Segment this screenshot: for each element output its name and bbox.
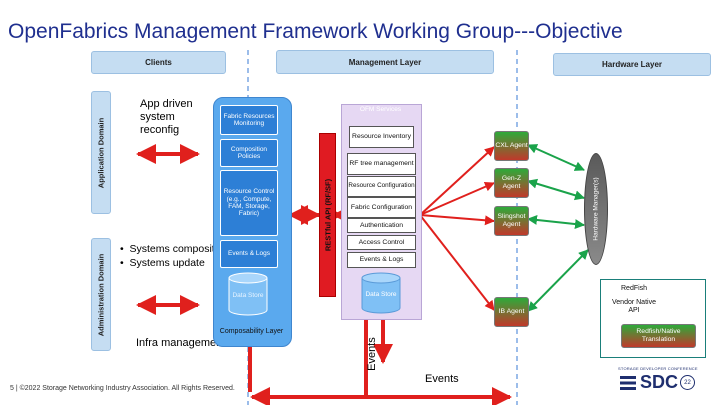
sdc-logo-year: 22 — [680, 375, 696, 390]
ofm-genz-arrow — [419, 181, 495, 216]
application-domain: Application Domain — [91, 91, 111, 214]
composability-data-store-icon — [228, 272, 268, 316]
ofm-ib-arrow — [419, 214, 495, 311]
legend-vendor-label: Vendor Native API — [612, 299, 656, 315]
ofm-fabric-configuration: Fabric Configuration — [347, 197, 416, 218]
management-layer-header: Management Layer — [276, 50, 494, 74]
composability-layer-label: Composability Layer — [219, 327, 284, 335]
admin-bullet-2-text: Systems update — [129, 256, 205, 269]
ofm-resource-configuration: Resource Configuration — [347, 176, 416, 197]
hardware-managers-label: Hardware Manager(s) — [592, 177, 600, 241]
events-vertical-label: Events — [366, 337, 378, 371]
genz-agent: Gen-Z Agent — [494, 168, 529, 198]
ib-hw-arrow — [527, 249, 589, 312]
ib-agent: IB Agent — [494, 297, 529, 327]
hardware-layer-header: Hardware Layer — [553, 53, 711, 76]
fabric-monitoring-box: Fabric Resources Monitoring — [220, 105, 278, 135]
admin-bullet-2: • Systems update — [120, 256, 205, 269]
application-domain-label: Application Domain — [96, 117, 106, 188]
resource-control-box: Resource Control (e.g., Compute, FAM, St… — [220, 170, 278, 236]
admin-bullet-1: • Systems composition — [120, 243, 229, 255]
app-driven-text: App driven system reconfig — [140, 98, 193, 137]
ofm-cxl-arrow — [419, 146, 495, 216]
legend-translation-box: Redfish/Native Translation — [621, 324, 696, 348]
sdc-logo: STORAGE DEVELOPER CONFERENCE SDC 22 — [618, 366, 710, 400]
ofm-resource-inventory: Resource Inventory — [349, 126, 414, 148]
restful-api-bar[interactable]: RESTful API (RF/SF) — [319, 133, 336, 297]
ofm-authentication: Authentication — [347, 218, 416, 233]
ofm-slingshot-arrow — [419, 214, 495, 226]
events-horizontal-label: Events — [425, 373, 459, 385]
ofm-data-store-label: Data Store — [365, 291, 397, 299]
ofm-rf-tree-management: RF tree management — [347, 153, 416, 175]
sdc-logo-tagline: STORAGE DEVELOPER CONFERENCE — [618, 366, 698, 371]
admin-bullet-list: • Systems composition • Systems update — [120, 243, 240, 270]
sdc-logo-name: SDC — [640, 372, 679, 392]
composability-events-box: Events & Logs — [220, 240, 278, 268]
administration-domain-label: Administration Domain — [96, 253, 106, 336]
ofm-access-control: Access Control — [347, 235, 416, 250]
sdc-logo-mark: SDC 22 — [618, 372, 710, 393]
clients-header: Clients — [91, 51, 226, 74]
sdc-logo-icon — [620, 375, 636, 390]
events-vertical-holder: Events — [366, 337, 378, 371]
hardware-managers: Hardware Manager(s) — [584, 153, 608, 265]
ofm-data-store-icon — [361, 272, 401, 314]
genz-hw-arrow — [527, 178, 585, 201]
cxl-agent: CXL Agent — [494, 131, 529, 161]
ofm-services-title: OFM Services — [359, 106, 402, 113]
legend-redfish-label: RedFish — [621, 285, 648, 292]
page-title: OpenFabrics Management Framework Working… — [8, 20, 623, 43]
administration-domain: Administration Domain — [91, 238, 111, 351]
admin-bullet-1-text: Systems composition — [129, 243, 229, 255]
slingshot-agent: Slingshot Agent — [494, 206, 529, 236]
restful-api-label: RESTful API (RF/SF) — [323, 178, 332, 252]
slingshot-hw-arrow — [527, 214, 585, 230]
cxl-hw-arrow — [527, 144, 585, 171]
composability-data-store-label: Data Store — [232, 292, 264, 300]
composition-policies-box: Composition Policies — [220, 139, 278, 167]
infra-management-label: Infra management — [136, 337, 226, 349]
ofm-events-logs: Events & Logs — [347, 252, 416, 268]
footer-copyright: 5 | ©2022 Storage Networking Industry As… — [10, 385, 235, 392]
